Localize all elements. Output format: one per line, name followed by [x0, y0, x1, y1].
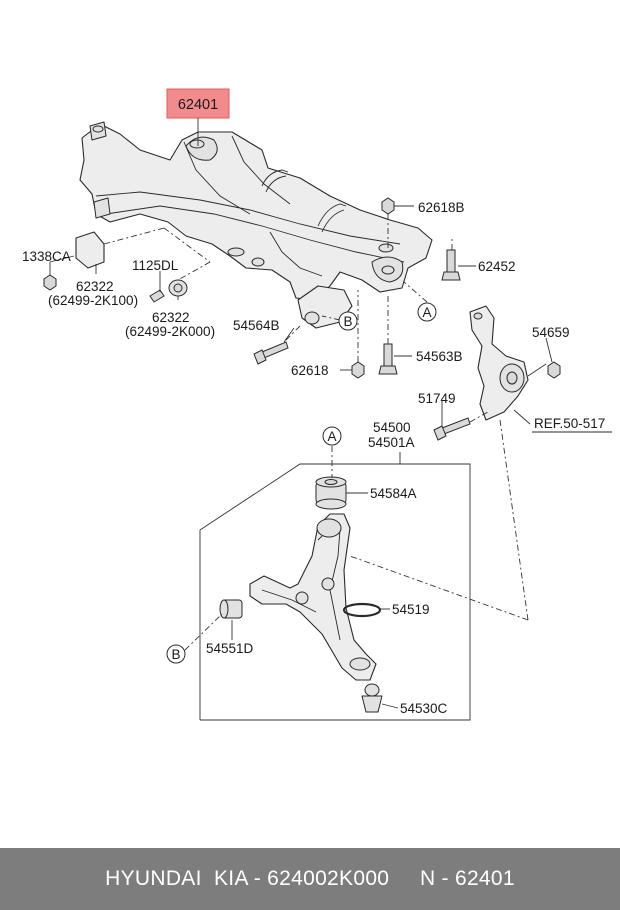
label-62322-center: 62322 — [152, 310, 190, 325]
bolt-54563b — [378, 343, 398, 375]
footer-bar: HYUNDAI KIA - 624002K000 N - 62401 — [0, 848, 620, 910]
steering-knuckle — [469, 305, 529, 421]
label-54564b: 54564B — [233, 318, 280, 333]
bolt-1125dl — [149, 289, 165, 303]
lower-control-arm-drawing — [219, 476, 383, 713]
leader-lines — [49, 118, 553, 721]
callouts: A B A B — [166, 302, 437, 664]
label-1125dl: 1125DL — [132, 258, 179, 273]
label-54519: 54519 — [392, 602, 430, 617]
label-54530c: 54530C — [400, 701, 448, 716]
hardware — [43, 197, 561, 441]
label-54501a: 54501A — [368, 435, 415, 450]
bushing-54551d — [219, 599, 243, 619]
callout-b-arm: B — [166, 644, 186, 664]
parts-diagram: 62401 — [22, 88, 612, 721]
nut-62618b — [381, 197, 395, 215]
bushing-62322-center — [168, 279, 188, 297]
ball-joint-54530c — [361, 683, 383, 713]
label-ref-50-517: REF.50-517 — [534, 416, 605, 431]
nut-62618 — [351, 361, 365, 379]
label-62618b: 62618B — [418, 200, 465, 215]
nut-54659 — [547, 361, 561, 379]
callout-a-top: A — [417, 302, 437, 322]
label-62618: 62618 — [291, 363, 329, 378]
label-54659: 54659 — [532, 325, 570, 340]
footer-part-number: HYUNDAI KIA - 624002K000 N - 62401 — [105, 867, 515, 890]
svg-text:B: B — [343, 314, 352, 329]
svg-text:B: B — [171, 647, 180, 662]
callout-a-arm: A — [322, 426, 342, 446]
label-54551d: 54551D — [206, 641, 254, 656]
bolt-54564b — [253, 341, 289, 365]
label-54563b: 54563B — [416, 349, 463, 364]
label-62452: 62452 — [478, 259, 516, 274]
bracket-62322-left — [75, 231, 105, 269]
bolt-62452 — [441, 249, 461, 281]
svg-text:A: A — [422, 305, 431, 320]
nut-1338ca — [43, 274, 57, 291]
callout-b-top: B — [338, 311, 358, 331]
bolt-51749 — [433, 417, 471, 441]
label-54584a: 54584A — [370, 486, 417, 501]
part-labels: 62618B 1338CA 62452 1125DL 62322 (62499-… — [22, 200, 612, 716]
label-62401: 62401 — [178, 97, 218, 113]
label-54500: 54500 — [373, 420, 411, 435]
highlight-62401: 62401 — [166, 88, 230, 119]
label-62322-left: 62322 — [76, 279, 114, 294]
label-1338ca: 1338CA — [22, 249, 71, 264]
label-62499-2k000: (62499-2K000) — [125, 324, 215, 339]
crossmember-drawing — [79, 121, 433, 329]
svg-text:A: A — [327, 429, 336, 444]
bushing-54584a — [315, 476, 347, 510]
label-51749: 51749 — [418, 391, 456, 406]
label-62499-2k100: (62499-2K100) — [48, 293, 138, 308]
ring-54519 — [342, 602, 382, 618]
